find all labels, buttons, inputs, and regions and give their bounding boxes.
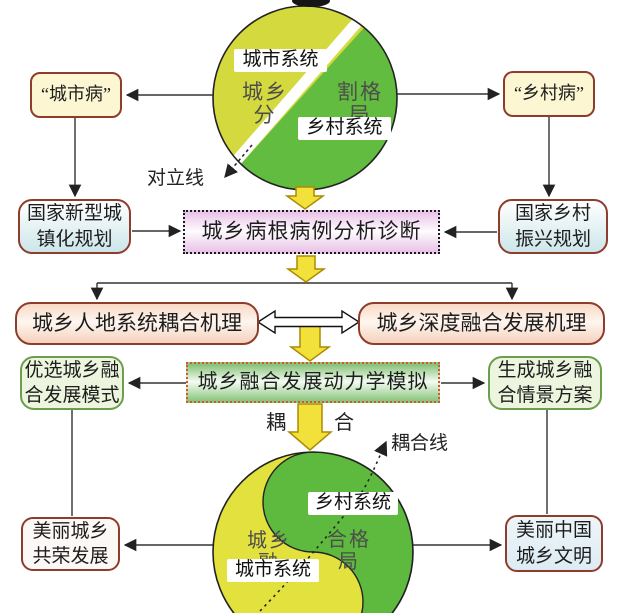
coupling-left-char: 耦 (266, 412, 286, 434)
rural-revitalization-plan-box: 国家乡村 振兴规划 (498, 199, 608, 254)
division-stripe (219, 8, 371, 179)
top-circle (212, 0, 398, 191)
diagnosis-box: 城乡病根病例分析诊断 (183, 210, 440, 254)
urbanization-plan-box: 国家新型城 镇化规划 (18, 199, 131, 254)
dynamics-simulation-box: 城乡融合发展动力学模拟 (186, 362, 440, 403)
top-rural-system-label: 乡村系统 (298, 117, 391, 140)
beautiful-urban-rural-box: 美丽城乡 共荣发展 (21, 517, 120, 571)
opposition-line-label: 对立线 (147, 168, 205, 189)
bottom-circle (212, 440, 414, 613)
coupling-right-char: 合 (334, 412, 354, 434)
optimal-mode-box: 优选城乡融 合发展模式 (20, 356, 124, 410)
opposition-dashed-arrow (224, 144, 253, 179)
top-pattern-left-label: 城乡分 (242, 80, 288, 128)
human-land-mechanism-box: 城乡人地系统耦合机理 (15, 302, 259, 345)
scenario-box: 生成城乡融 合情景方案 (488, 356, 602, 410)
bottom-rural-system-label: 乡村系统 (308, 492, 398, 515)
block-arrow-to-bottom-circle (286, 403, 334, 451)
block-arrow-diagnosis-to-branch (285, 255, 327, 283)
urban-disease-box: “城市病” (30, 72, 122, 118)
top-crop-mark (292, 0, 330, 7)
top-circle-rural-half (230, 12, 397, 190)
bottom-urban-system-label: 城市系统 (227, 559, 319, 582)
rural-disease-box: “乡村病” (503, 71, 595, 117)
top-urban-system-label: 城市系统 (234, 49, 327, 72)
beautiful-china-box: 美丽中国 城乡文明 (505, 515, 603, 572)
block-arrow-circle-to-diagnosis (284, 186, 326, 210)
deep-integration-mechanism-box: 城乡深度融合发展机理 (358, 302, 605, 345)
bottom-circle-outline (212, 451, 414, 613)
bottom-pattern-right-label: 合格局 (327, 529, 371, 573)
coupling-line-label: 耦合线 (391, 433, 449, 454)
